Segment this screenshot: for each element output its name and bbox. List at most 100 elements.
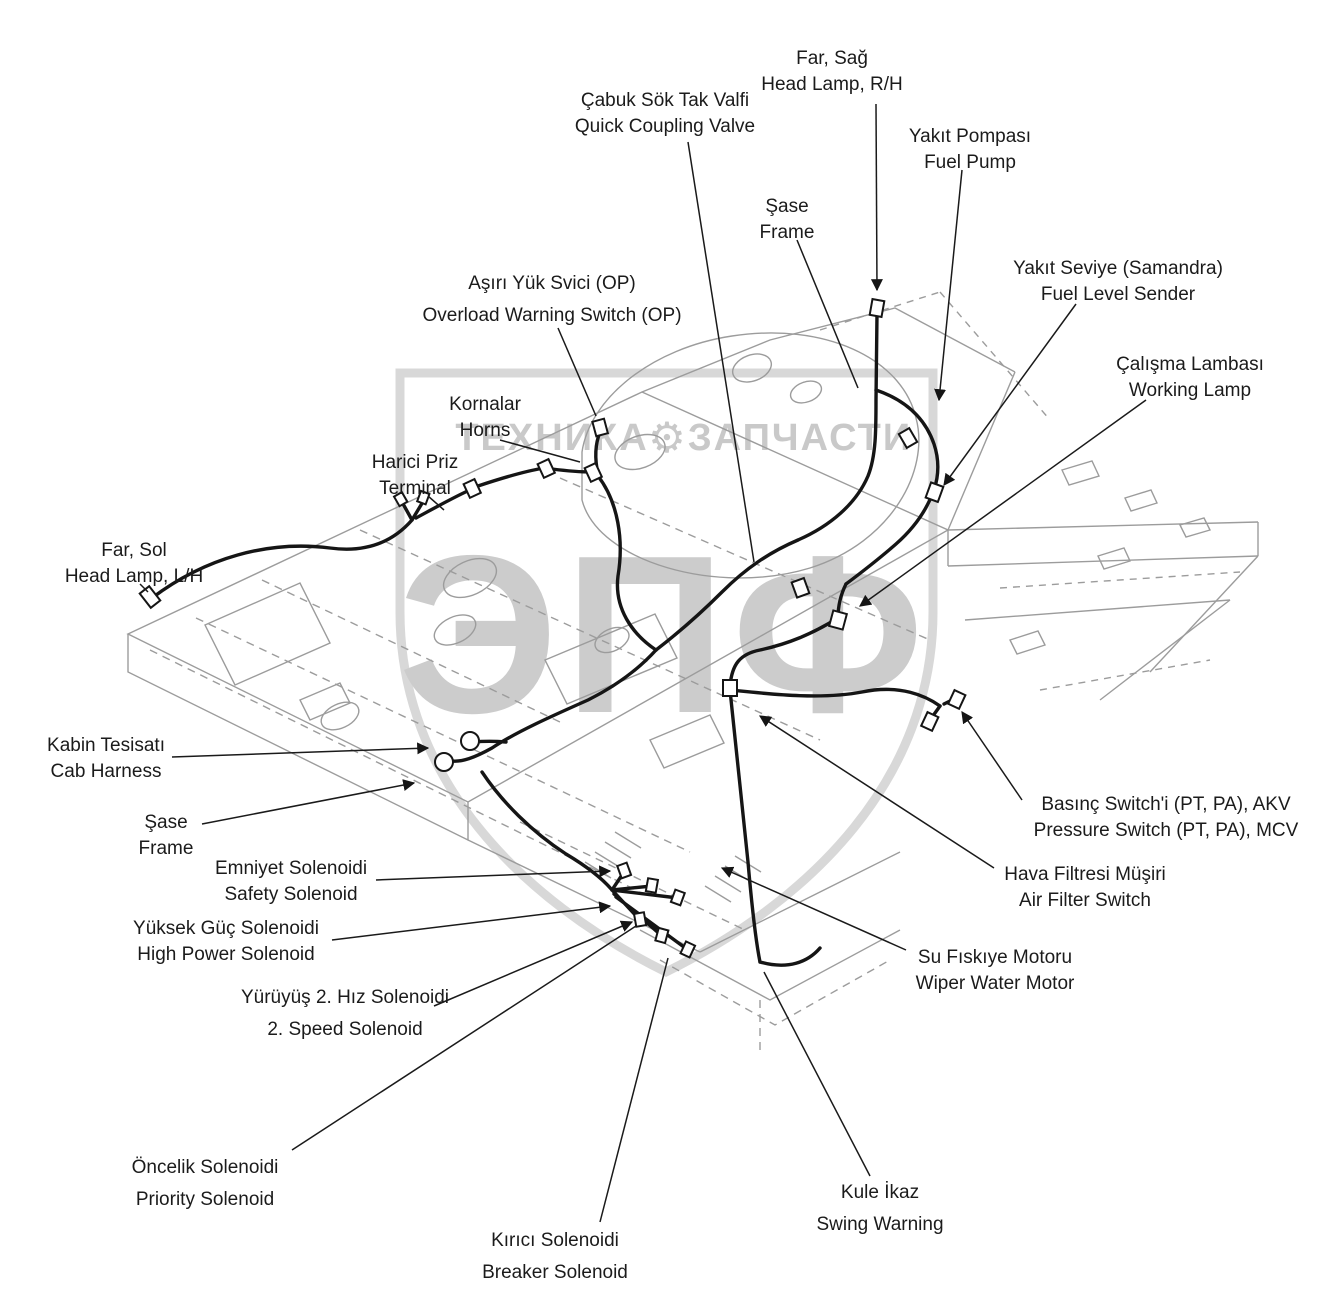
- leader-speed-solenoid: [433, 920, 634, 1007]
- label-cab-harness: Kabin Tesisatı Cab Harness: [47, 733, 165, 785]
- watermark-shield: [395, 368, 938, 978]
- connector-fuel-level: [924, 481, 945, 504]
- leader-horns: [499, 439, 581, 463]
- label-text-tr: Su Fıskıye Motoru: [917, 947, 1073, 968]
- label-text-tr: Harici Priz: [371, 452, 459, 473]
- leader-head-lamp-rh: [870, 103, 883, 292]
- label-speed-solenoid: Yürüyüş 2. Hız Solenoidi 2. Speed Soleno…: [241, 982, 449, 1046]
- label-text-en: Wiper Water Motor: [915, 973, 1075, 994]
- connector-solenoid-2: [644, 877, 660, 894]
- label-frame-upper: Şase Frame: [760, 194, 815, 246]
- label-text-en: High Power Solenoid: [137, 944, 315, 965]
- leader-working-lamp: [859, 399, 1147, 607]
- label-text-tr: Şase: [144, 812, 188, 833]
- label-text-en: Head Lamp, R/H: [761, 74, 903, 95]
- label-priority-solenoid: Öncelik Solenoidi Priority Solenoid: [132, 1152, 279, 1216]
- label-text-tr: Yüksek Güç Solenoidi: [133, 918, 319, 939]
- label-text-en: Terminal: [379, 478, 451, 499]
- watermark-text-right: ЗАПЧАСТИ: [688, 417, 912, 459]
- label-text-tr: Yürüyüş 2. Hız Solenoidi: [240, 987, 450, 1008]
- label-text-en: Fuel Level Sender: [1040, 284, 1196, 305]
- label-text-tr: Hava Filtresi Müşiri: [1004, 864, 1166, 885]
- label-text-en: Safety Solenoid: [224, 884, 358, 905]
- leader-high-power: [331, 901, 612, 941]
- label-quick-coupling-valve: Çabuk Sök Tak Valfi Quick Coupling Valve: [575, 88, 755, 140]
- label-head-lamp-lh: Far, Sol Head Lamp, L/H: [65, 538, 203, 590]
- label-swing-warning: Kule İkaz Swing Warning: [816, 1177, 943, 1241]
- connector-pressure-2: [946, 688, 967, 711]
- connector-fuel-pump: [868, 297, 886, 319]
- label-text-en: Horns: [459, 420, 511, 441]
- label-fuel-level-sender: Yakıt Seviye (Samandra) Fuel Level Sende…: [1013, 256, 1223, 308]
- watermark-text-left: ТЕХНИКА: [455, 417, 648, 459]
- label-text-en: 2. Speed Solenoid: [267, 1019, 423, 1040]
- label-head-lamp-rh: Far, Sağ Head Lamp, R/H: [761, 46, 903, 98]
- label-overload-warning-switch: Aşırı Yük Svici (OP) Overload Warning Sw…: [422, 268, 681, 332]
- label-horns: Kornalar Horns: [449, 392, 521, 444]
- label-working-lamp: Çalışma Lambası Working Lamp: [1116, 352, 1264, 404]
- cab-harness-ring-1: [434, 752, 454, 772]
- leader-cab-harness: [171, 742, 430, 758]
- label-text-tr: Far, Sol: [101, 540, 167, 561]
- leader-wiper-motor: [720, 866, 907, 951]
- label-text-en: Fuel Pump: [924, 152, 1016, 173]
- label-text-tr: Far, Sağ: [796, 48, 868, 69]
- leader-quick-coupling: [687, 141, 755, 563]
- connector-working-lamp: [827, 609, 849, 631]
- label-text-tr: Kornalar: [449, 394, 521, 415]
- leader-air-filter: [758, 715, 995, 869]
- connector-solenoid-3: [669, 888, 687, 907]
- connector-solenoid-5: [654, 926, 670, 945]
- leader-pressure-switch: [961, 711, 1023, 801]
- connector-head-lamp-lh: [138, 584, 162, 610]
- connector-center: [722, 679, 738, 697]
- connector-horn-1: [536, 457, 557, 480]
- label-fuel-pump: Yakıt Pompası Fuel Pump: [909, 124, 1031, 176]
- leader-safety-solenoid: [375, 865, 612, 881]
- label-text-tr: Yakıt Pompası: [908, 126, 1032, 147]
- label-text-tr: Öncelik Solenoidi: [131, 1157, 279, 1178]
- label-text-en: Frame: [138, 838, 194, 859]
- leader-priority-solenoid: [291, 925, 637, 1151]
- connector-solenoid-4: [632, 911, 648, 928]
- label-text-tr: Aşırı Yük Svici (OP): [468, 273, 636, 294]
- label-text-tr: Kule İkaz: [840, 1182, 920, 1203]
- leader-frame-left: [201, 779, 416, 825]
- label-text-en: Swing Warning: [816, 1214, 944, 1235]
- machine-frame-drawing: [126, 291, 1259, 1052]
- leader-breaker-solenoid: [599, 957, 669, 1223]
- leader-head-lamp-lh: [139, 583, 149, 593]
- watermark: ТЕХНИКА ⚙ ЗАПЧАСТИ ЭПФ: [395, 368, 938, 978]
- connector-pressure-1: [919, 710, 940, 733]
- connector-solenoid-6: [679, 940, 697, 959]
- connector-frame: [790, 576, 811, 599]
- leader-fuel-level: [943, 303, 1077, 486]
- label-high-power-solenoid: Yüksek Güç Solenoidi High Power Solenoid: [133, 916, 319, 968]
- connector-solenoid-1: [615, 861, 633, 880]
- label-text-tr: Çalışma Lambası: [1116, 354, 1264, 375]
- label-text-en: Cab Harness: [50, 761, 162, 782]
- leader-frame-upper: [796, 239, 859, 389]
- label-text-tr: Yakıt Seviye (Samandra): [1013, 258, 1223, 279]
- cab-harness-ring-2: [460, 731, 480, 751]
- label-wiper-water-motor: Su Fıskıye Motoru Wiper Water Motor: [916, 945, 1075, 997]
- label-safety-solenoid: Emniyet Solenoidi Safety Solenoid: [215, 856, 367, 908]
- harness-connectors: [138, 297, 967, 959]
- leader-lines: [139, 103, 1147, 1223]
- label-text-tr: Basınç Switch'i (PT, PA), AKV: [1041, 794, 1291, 815]
- label-text-en: Priority Solenoid: [135, 1189, 275, 1210]
- leader-terminal: [427, 495, 445, 511]
- label-text-tr: Çabuk Sök Tak Valfi: [580, 90, 750, 111]
- label-text-en: Pressure Switch (PT, PA), MCV: [1033, 820, 1299, 841]
- connector-horn-2: [583, 461, 604, 484]
- label-text-en: Quick Coupling Valve: [574, 116, 756, 137]
- label-text-tr: Şase: [765, 196, 809, 217]
- label-text-en: Working Lamp: [1128, 380, 1252, 401]
- label-text-tr: Kırıcı Solenoidi: [491, 1230, 619, 1251]
- watermark-monogram: ЭПФ: [398, 508, 930, 760]
- label-text-tr: Kabin Tesisatı: [47, 735, 165, 756]
- label-air-filter-switch: Hava Filtresi Müşiri Air Filter Switch: [1004, 862, 1166, 914]
- connector-terminal-b: [415, 489, 431, 506]
